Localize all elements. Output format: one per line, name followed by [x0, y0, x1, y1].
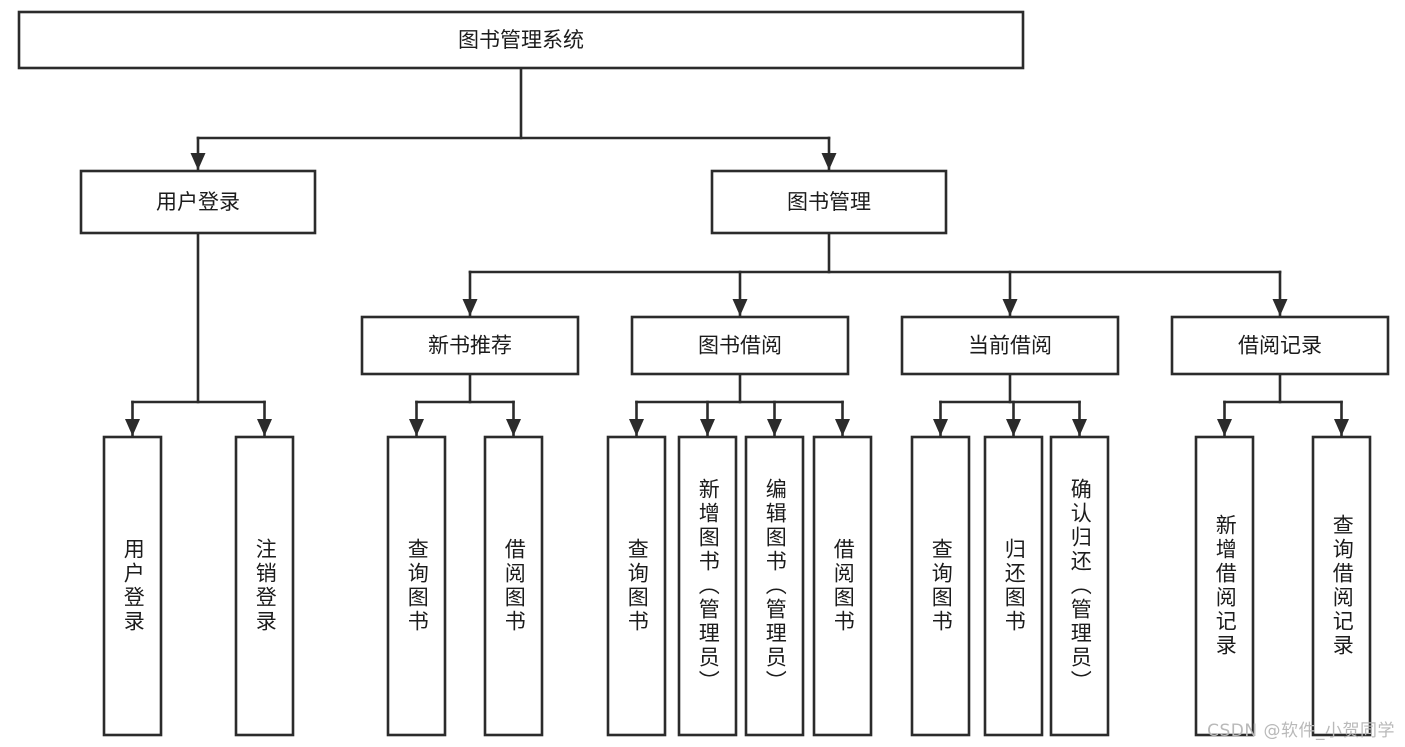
- node-leaf-query-borrow-record[interactable]: [1311, 435, 1372, 737]
- node-box[interactable]: [386, 435, 447, 737]
- node-borrow-records[interactable]: 借阅记录: [1170, 315, 1390, 376]
- node-box[interactable]: [710, 169, 948, 235]
- node-leaf-edit-book-admin[interactable]: [744, 435, 805, 737]
- watermark-text: CSDN @软件_小贺同学: [1207, 721, 1395, 741]
- arrow-head-icon: [125, 419, 140, 436]
- arrow-head-icon: [821, 153, 837, 170]
- node-label: 借阅记录: [1238, 334, 1322, 358]
- node-label: 新书推荐: [428, 334, 512, 358]
- node-book-management[interactable]: 图书管理: [710, 169, 948, 235]
- arrow-head-icon: [933, 419, 948, 436]
- node-box[interactable]: [606, 435, 667, 737]
- node-box[interactable]: [360, 315, 580, 376]
- arrow-head-icon: [767, 419, 782, 436]
- node-box[interactable]: [677, 435, 738, 737]
- edges-layer: [125, 66, 1349, 437]
- node-box[interactable]: [900, 315, 1120, 376]
- node-box[interactable]: [79, 169, 317, 235]
- arrow-head-icon: [1006, 419, 1021, 436]
- node-leaf-query-book-current[interactable]: [910, 435, 971, 737]
- arrow-head-icon: [835, 419, 850, 436]
- node-leaf-return-book[interactable]: [983, 435, 1044, 737]
- arrow-head-icon: [257, 419, 272, 436]
- node-box[interactable]: [630, 315, 850, 376]
- node-leaf-confirm-return-admin[interactable]: [1049, 435, 1110, 737]
- node-box[interactable]: [1049, 435, 1110, 737]
- node-box[interactable]: [910, 435, 971, 737]
- node-book-borrow[interactable]: 图书借阅: [630, 315, 850, 376]
- arrow-head-icon: [190, 153, 206, 170]
- node-label: 用户登录: [156, 190, 240, 214]
- arrow-head-icon: [506, 419, 521, 436]
- node-label: 图书管理: [787, 190, 871, 214]
- node-leaf-query-book-borrow[interactable]: [606, 435, 667, 737]
- arrow-head-icon: [1002, 299, 1018, 316]
- node-box[interactable]: [1170, 315, 1390, 376]
- node-leaf-query-book-recommend[interactable]: [386, 435, 447, 737]
- node-box[interactable]: [234, 435, 295, 737]
- arrow-head-icon: [629, 419, 644, 436]
- node-box[interactable]: [483, 435, 544, 737]
- node-current-borrow[interactable]: 当前借阅: [900, 315, 1120, 376]
- arrow-head-icon: [700, 419, 715, 436]
- node-label: 当前借阅: [968, 334, 1052, 358]
- node-box[interactable]: [812, 435, 873, 737]
- arrow-head-icon: [1217, 419, 1232, 436]
- node-leaf-add-borrow-record[interactable]: [1194, 435, 1255, 737]
- node-box[interactable]: [17, 10, 1025, 70]
- node-box[interactable]: [744, 435, 805, 737]
- node-root-root[interactable]: 图书管理系统: [17, 10, 1025, 70]
- arrow-head-icon: [1072, 419, 1087, 436]
- node-leaf-borrow-book-recommend[interactable]: [483, 435, 544, 737]
- node-box[interactable]: [1311, 435, 1372, 737]
- node-label: 图书借阅: [698, 334, 782, 358]
- node-user-login[interactable]: 用户登录: [79, 169, 317, 235]
- node-leaf-user-login[interactable]: [102, 435, 163, 737]
- node-new-book-recommend[interactable]: 新书推荐: [360, 315, 580, 376]
- arrow-head-icon: [409, 419, 424, 436]
- node-label: 图书管理系统: [458, 28, 584, 52]
- node-leaf-logout[interactable]: [234, 435, 295, 737]
- arrow-head-icon: [732, 299, 748, 316]
- node-box[interactable]: [983, 435, 1044, 737]
- node-box[interactable]: [1194, 435, 1255, 737]
- arrow-head-icon: [462, 299, 478, 316]
- arrow-head-icon: [1334, 419, 1349, 436]
- node-leaf-borrow-book[interactable]: [812, 435, 873, 737]
- node-box[interactable]: [102, 435, 163, 737]
- node-leaf-add-book-admin[interactable]: [677, 435, 738, 737]
- arrow-head-icon: [1272, 299, 1288, 316]
